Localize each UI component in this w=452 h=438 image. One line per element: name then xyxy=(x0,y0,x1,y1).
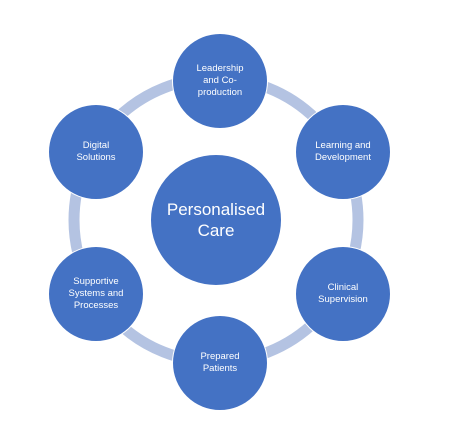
node-label: Digital Solutions xyxy=(76,140,116,163)
node-clinical-supervision: Clinical Supervision xyxy=(295,246,391,342)
node-label: Learning and Development xyxy=(315,140,371,163)
node-learning-and-development: Learning and Development xyxy=(295,104,391,200)
node-leadership-and-co-production: Leadership and Co- production xyxy=(172,33,268,129)
node-label: Prepared Patients xyxy=(200,351,240,374)
center-node-personalised-care: Personalised Care xyxy=(150,154,282,286)
node-supportive-systems-and-processes: Supportive Systems and Processes xyxy=(48,246,144,342)
node-label: Supportive Systems and Processes xyxy=(68,276,124,311)
center-node-label: Personalised Care xyxy=(166,199,266,240)
node-label: Leadership and Co- production xyxy=(196,63,244,98)
node-digital-solutions: Digital Solutions xyxy=(48,104,144,200)
node-label: Clinical Supervision xyxy=(318,282,368,305)
node-prepared-patients: Prepared Patients xyxy=(172,315,268,411)
